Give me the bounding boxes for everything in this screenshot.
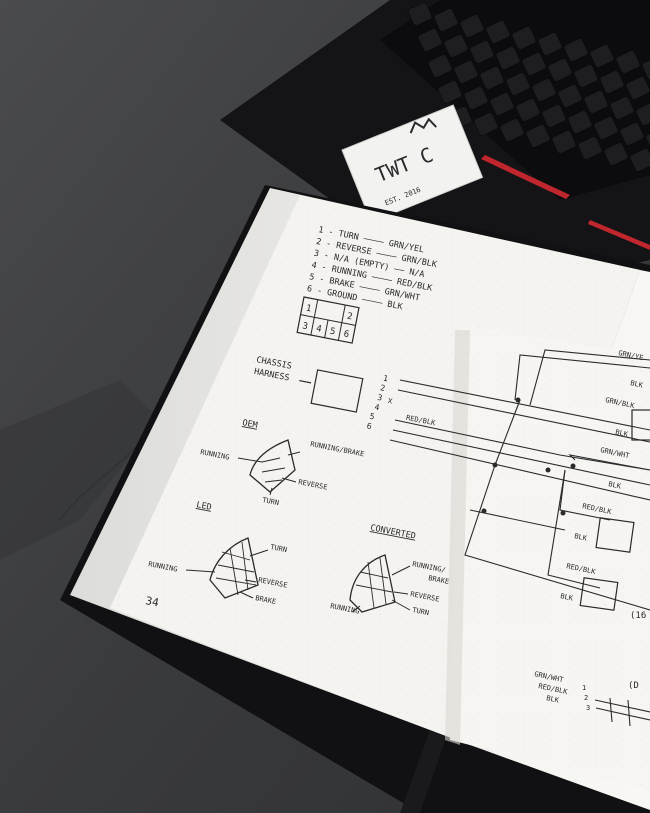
- keyboard-key: [525, 124, 551, 148]
- page-number: 34: [144, 594, 160, 609]
- converted-running-brake-2: BRAKE: [428, 574, 450, 586]
- keyboard-key: [459, 14, 485, 38]
- chassis-pin-3: 3: [377, 393, 384, 403]
- keyboard-key: [453, 60, 479, 84]
- keyboard-key: [495, 46, 521, 70]
- grid-pin-5: 5: [329, 327, 336, 338]
- right-connector-boxes: [579, 409, 650, 611]
- wire-junction-dots: [481, 397, 576, 516]
- keyboard-key: [515, 98, 541, 122]
- keyboard-key: [577, 136, 603, 160]
- grid-pin-2: 2: [346, 312, 353, 323]
- keyboard-key: [531, 78, 557, 102]
- laptop-sticker: TWT C EST. 2016: [341, 104, 484, 223]
- legend-pin-2: 2: [584, 694, 588, 702]
- keyboard-key: [511, 26, 537, 50]
- wire-label-8: BLK: [574, 532, 589, 543]
- chassis-pin-4: 4: [374, 403, 381, 413]
- keyboard-key: [489, 92, 515, 116]
- led-turn-label: TURN: [270, 543, 288, 554]
- keyboard-key: [505, 72, 531, 96]
- keyboard-key: [443, 34, 469, 58]
- oem-turn-label: TURN: [262, 496, 280, 507]
- grid-pin-1: 1: [305, 304, 312, 315]
- keyboard-key: [629, 148, 650, 172]
- chassis-pin-2: 2: [380, 383, 387, 393]
- keyboard-key: [417, 28, 443, 52]
- keyboard-key: [583, 90, 609, 114]
- wire-label-6: BLK: [608, 480, 623, 491]
- grid-pin-6: 6: [343, 329, 350, 340]
- keyboard-key: [437, 80, 463, 104]
- keyboard-key: [551, 130, 577, 154]
- keyboard-key: [641, 56, 650, 80]
- wire-label-10: BLK: [560, 592, 575, 603]
- keyboard-key: [625, 76, 650, 100]
- keyboard-key: [541, 104, 567, 128]
- edge-text-1: (D: [628, 681, 639, 691]
- connector-pinout-grid: 1 2 3 4 5 6: [296, 296, 360, 344]
- legend-pin-3: 3: [586, 704, 590, 712]
- wire-label-2: BLK: [630, 379, 645, 390]
- keyboard-key: [499, 118, 525, 142]
- legend-label-3: BLK: [546, 694, 561, 705]
- keyboard-key: [615, 50, 641, 74]
- keyboard-key: [479, 66, 505, 90]
- keyboard-key: [427, 54, 453, 78]
- keyboard-key: [469, 40, 495, 64]
- chassis-pin-1: 1: [382, 374, 389, 384]
- keyboard-key: [563, 38, 589, 62]
- keyboard-key: [635, 102, 650, 126]
- keyboard-key: [547, 58, 573, 82]
- keyboard-key: [557, 84, 583, 108]
- wiring-lines: [389, 349, 650, 611]
- keyboard-key: [619, 122, 645, 146]
- keyboard-key: [609, 96, 635, 120]
- keyboard-key: [407, 2, 433, 26]
- keyboard-key: [473, 112, 499, 136]
- chassis-pin-5: 5: [369, 412, 376, 422]
- pin3-x-mark: X: [387, 397, 393, 406]
- keyboard-keys: [407, 2, 650, 172]
- keyboard-key: [537, 32, 563, 56]
- led-brake-label: BRAKE: [255, 594, 277, 606]
- led-title: LED: [195, 500, 212, 513]
- keyboard-key: [567, 110, 593, 134]
- chassis-pin-6: 6: [366, 421, 373, 431]
- legend-pin-1: 1: [582, 684, 586, 692]
- grid-pin-3: 3: [301, 321, 308, 332]
- keyboard-key: [433, 8, 459, 32]
- keyboard-key: [599, 70, 625, 94]
- keyboard-key: [463, 86, 489, 110]
- keyboard-key: [573, 64, 599, 88]
- edge-text-2: (16: [630, 611, 646, 621]
- grid-pin-4: 4: [315, 324, 322, 335]
- ribbon-bookmark: [400, 730, 448, 813]
- chassis-harness: CHASSIS HARNESS 1 2 3 X 4 5 6 RED/BLK: [253, 355, 436, 431]
- keyboard-key: [593, 116, 619, 140]
- keyboard-key: [589, 44, 615, 68]
- oem-title: OEM: [241, 418, 258, 431]
- keyboard-key: [645, 128, 650, 152]
- keyboard-key: [485, 20, 511, 44]
- trackpoint-red-strip: [481, 155, 570, 199]
- keyboard-key: [603, 142, 629, 166]
- keyboard-key: [521, 52, 547, 76]
- floor-stain: [0, 380, 160, 560]
- wire-label-4: BLK: [615, 428, 630, 439]
- converted-turn-label: TURN: [412, 606, 430, 617]
